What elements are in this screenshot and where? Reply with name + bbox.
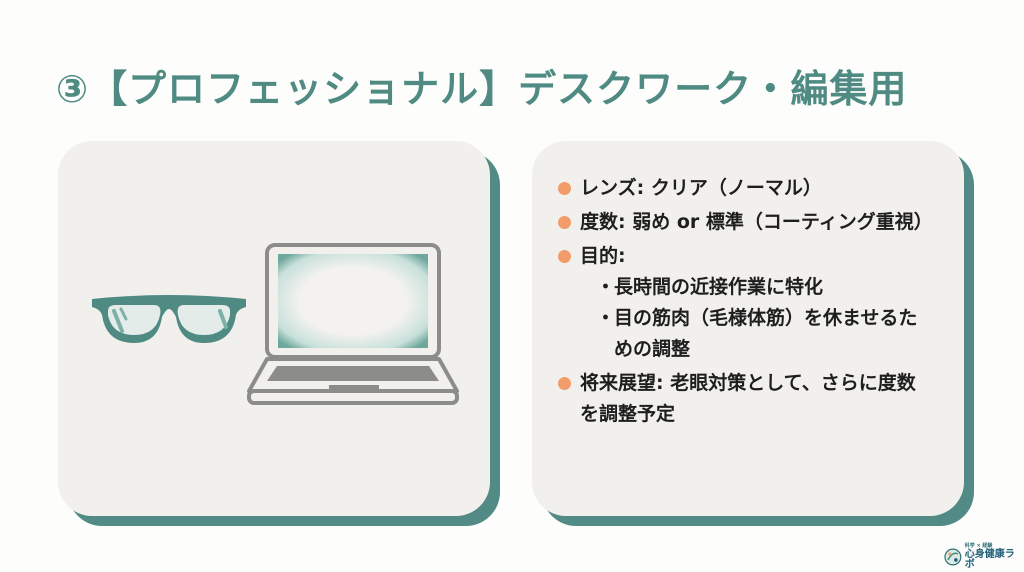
detail-text: 将来展望: 老眼対策として、さらに度数を調整予定 (580, 372, 916, 425)
details-list: レンズ: クリア（ノーマル） 度数: 弱め or 標準（コーティング重視） 目的… (554, 173, 934, 433)
bullet-dot-icon (558, 216, 571, 229)
logo-tagline: 科学 × 経験 (964, 543, 993, 549)
logo-icon (944, 548, 962, 566)
sub-item-text: 長時間の近接作業に特化 (614, 276, 824, 298)
detail-text: レンズ: クリア（ノーマル） (580, 177, 822, 199)
sub-bullet-icon: ・ (596, 307, 616, 329)
bullet-dot-icon (558, 377, 571, 390)
purpose-sublist: ・ 長時間の近接作業に特化 ・ 目の筋肉（毛様体筋）を休ませるための調整 (580, 272, 934, 365)
detail-item-lens: レンズ: クリア（ノーマル） (554, 173, 934, 204)
sub-bullet-icon: ・ (596, 276, 616, 298)
brand-logo: 科学 × 経験 心身健康ラボ (944, 543, 1024, 570)
sub-item: ・ 目の筋肉（毛様体筋）を休ませるための調整 (594, 303, 934, 365)
illustration-card (58, 141, 490, 516)
detail-item-power: 度数: 弱め or 標準（コーティング重視） (554, 207, 934, 238)
sub-item: ・ 長時間の近接作業に特化 (594, 272, 934, 303)
details-card: レンズ: クリア（ノーマル） 度数: 弱め or 標準（コーティング重視） 目的… (532, 141, 964, 516)
sub-item-text: 目の筋肉（毛様体筋）を休ませるための調整 (614, 307, 918, 360)
laptop-icon (247, 243, 459, 405)
detail-item-future: 将来展望: 老眼対策として、さらに度数を調整予定 (554, 368, 934, 430)
logo-name: 心身健康ラボ (964, 549, 1015, 570)
bullet-dot-icon (558, 250, 571, 263)
page-title: ③【プロフェッショナル】デスクワーク・編集用 (56, 67, 908, 112)
bullet-dot-icon (558, 182, 571, 195)
detail-item-purpose: 目的: ・ 長時間の近接作業に特化 ・ 目の筋肉（毛様体筋）を休ませるための調整 (554, 241, 934, 365)
eyeglasses-icon (92, 295, 246, 343)
detail-text: 度数: 弱め or 標準（コーティング重視） (580, 211, 933, 233)
detail-text: 目的: (580, 245, 626, 267)
